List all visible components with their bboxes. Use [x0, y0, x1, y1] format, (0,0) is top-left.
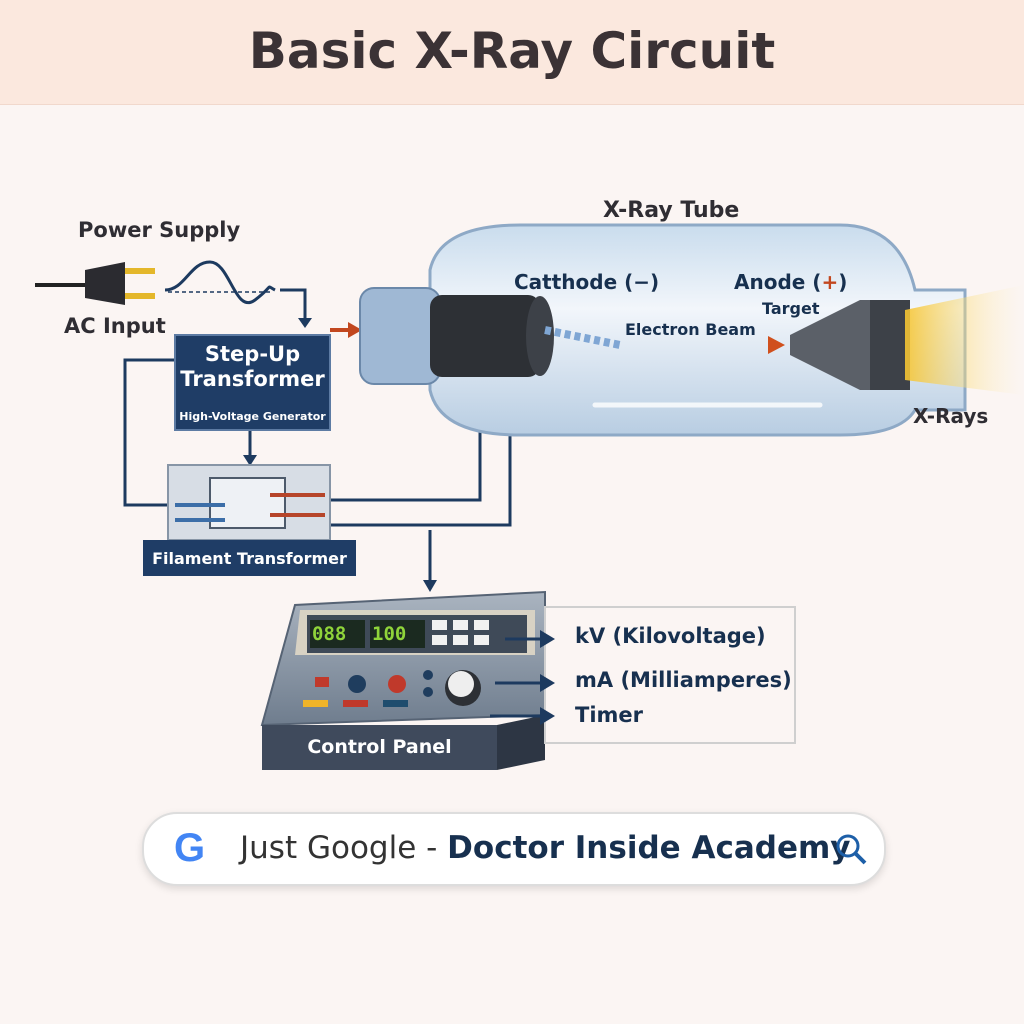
search-icon[interactable]: [834, 832, 868, 870]
xrays-label: X-Rays: [913, 404, 989, 428]
xray-beams: [905, 285, 1024, 395]
ac-plug-icon: [35, 262, 155, 305]
search-bar[interactable]: G Just Google - Doctor Inside Academy: [142, 812, 886, 886]
ma-display: 100: [372, 623, 407, 645]
header-band: [0, 0, 1024, 105]
hv-generator-label: High-Voltage Generator: [179, 410, 326, 423]
control-panel-device: [260, 590, 546, 770]
kv-display: 088: [312, 623, 347, 645]
output-ma: mA (Milliamperes): [575, 668, 792, 692]
ac-input-label: AC Input: [64, 314, 166, 338]
anode-label: Anode (+): [734, 270, 848, 294]
output-kv: kV (Kilovoltage): [575, 624, 766, 648]
control-panel-label: Control Panel: [307, 736, 452, 758]
power-supply-label: Power Supply: [78, 218, 241, 242]
electron-beam-label: Electron Beam: [625, 320, 756, 339]
ac-wave-icon: [164, 260, 276, 305]
search-text: Just Google - Doctor Inside Academy: [240, 830, 851, 866]
cathode-label: Catthode (−): [514, 270, 660, 294]
output-timer: Timer: [575, 703, 644, 727]
xray-tube: [359, 223, 967, 437]
page-title: Basic X-Ray Circuit: [248, 22, 776, 80]
filament-transformer-label: Filament Transformer: [152, 549, 347, 568]
google-logo-icon: G: [174, 826, 206, 870]
step-up-transformer-box: [174, 334, 331, 431]
output-arrows: [490, 637, 545, 718]
target-label: Target: [762, 299, 820, 318]
xray-tube-label: X-Ray Tube: [603, 198, 740, 223]
